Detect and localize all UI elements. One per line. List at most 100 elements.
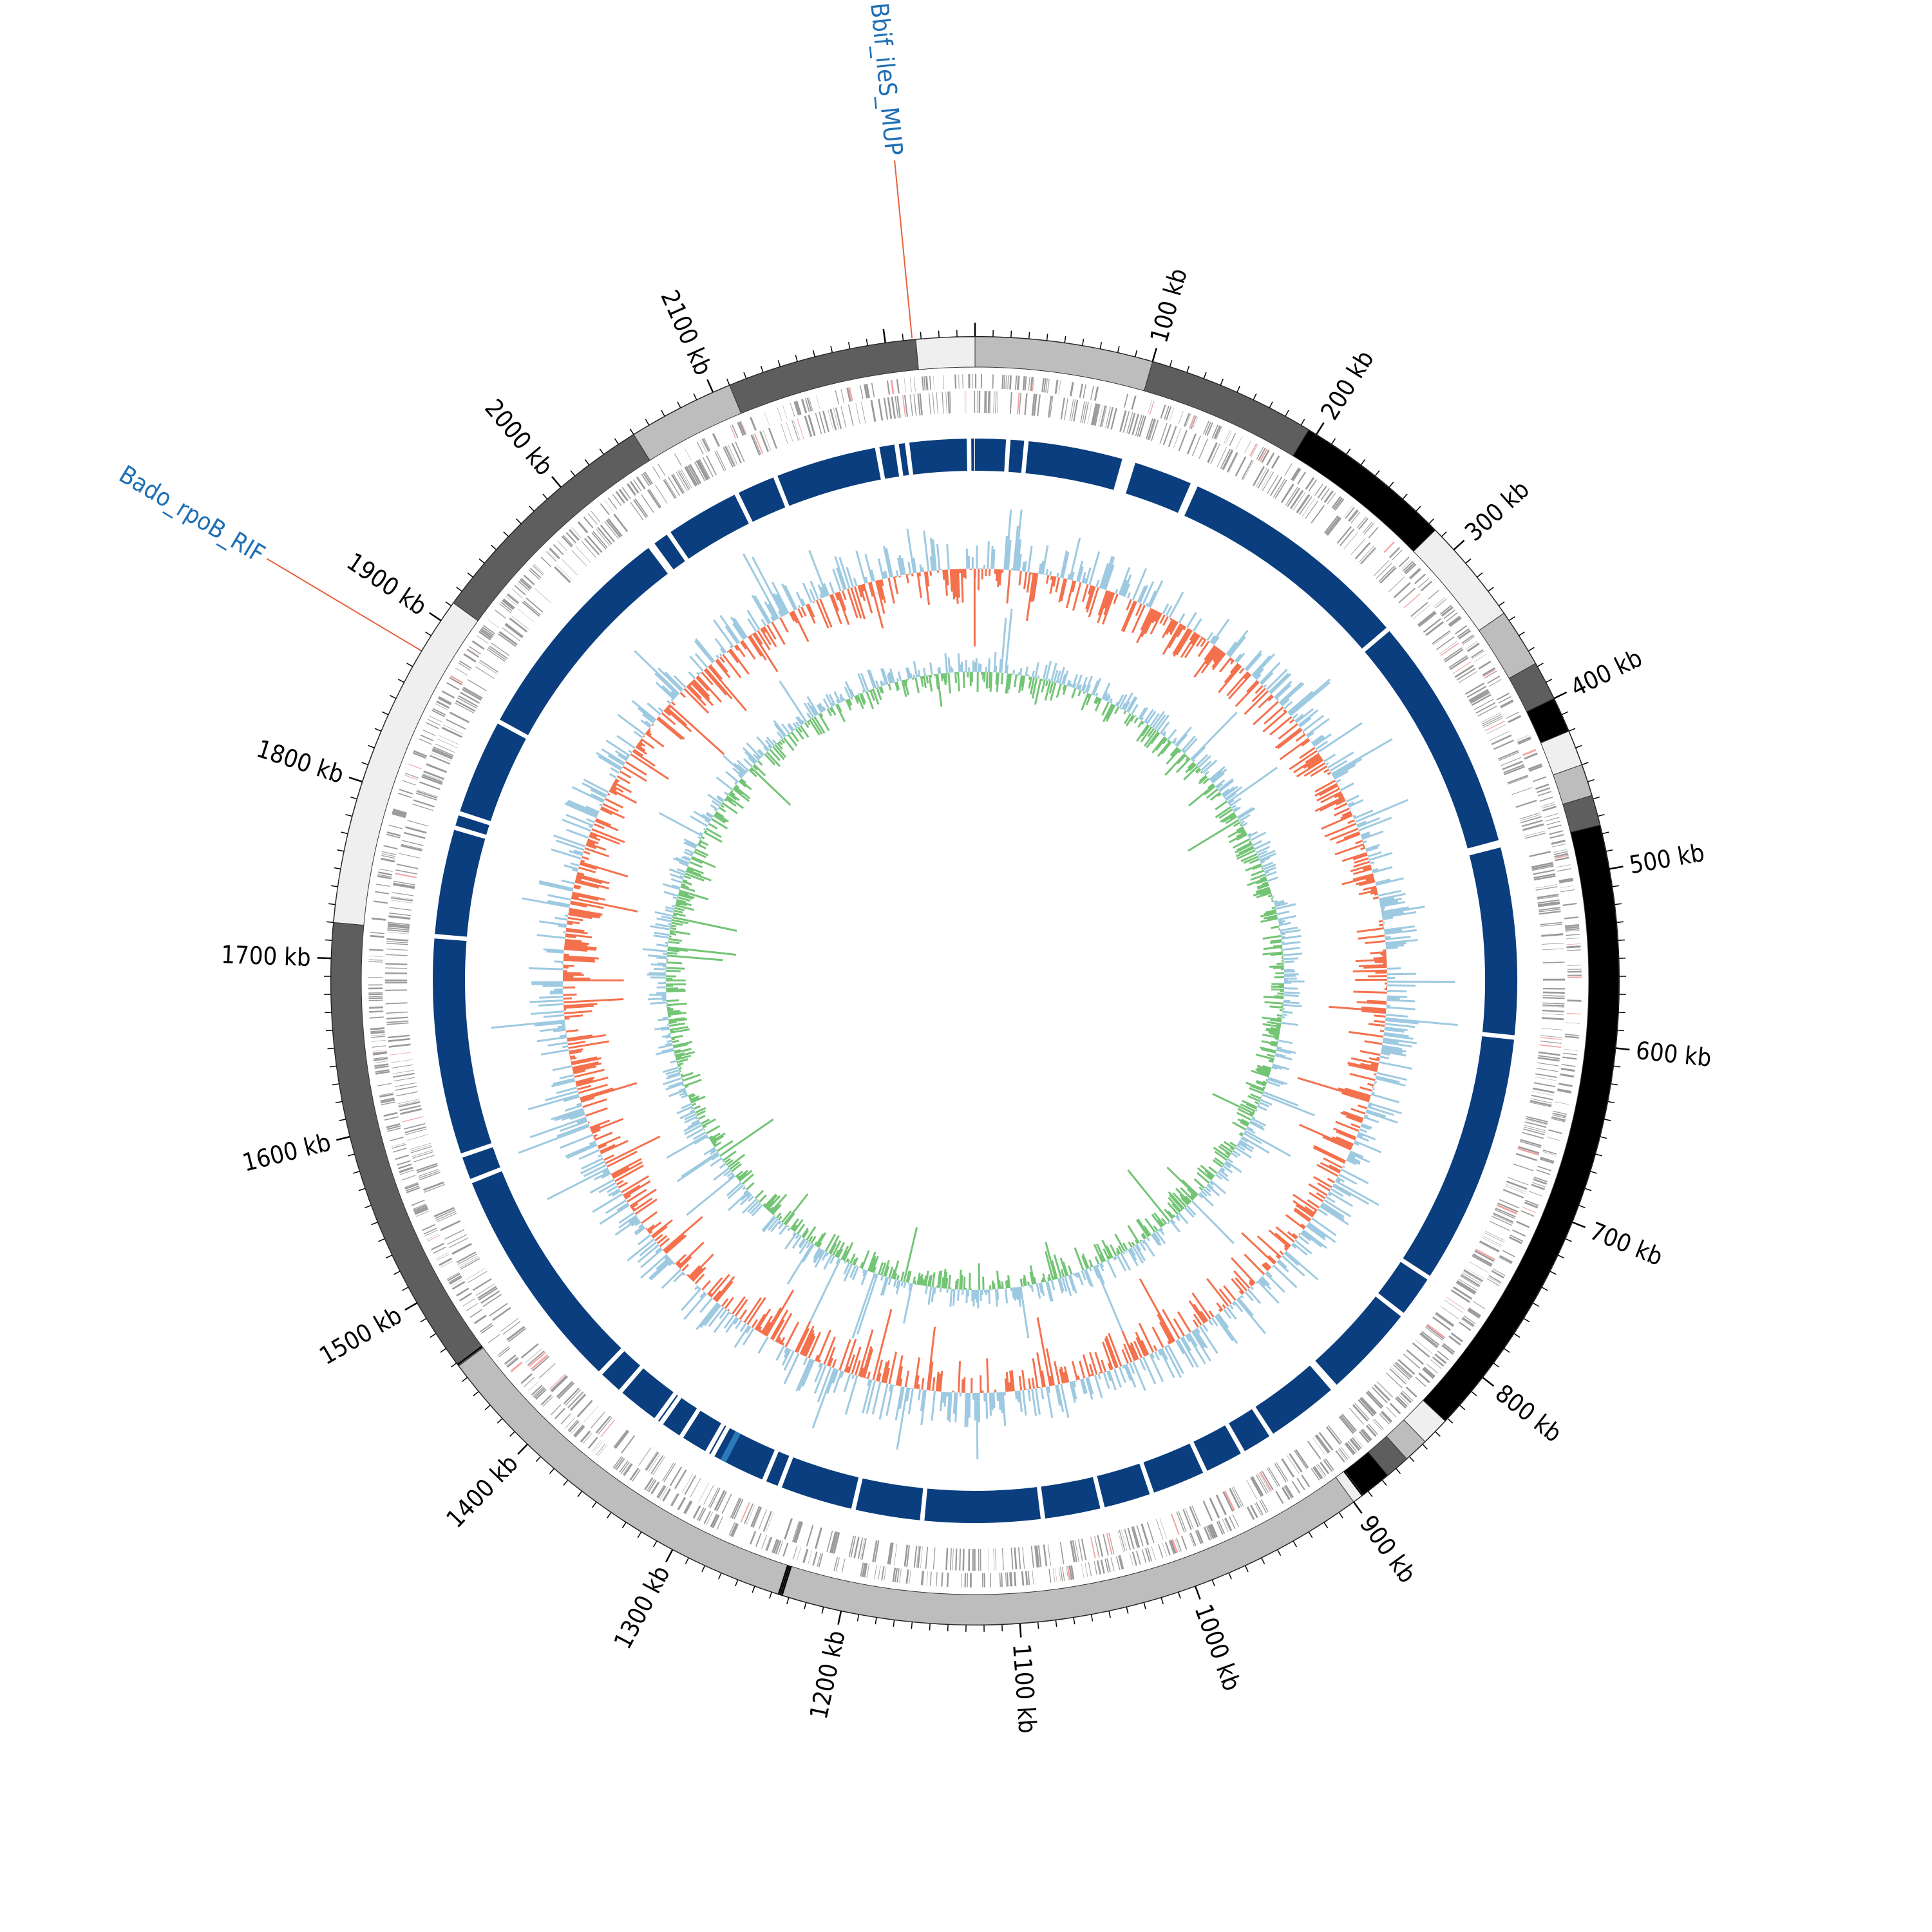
gene-mark: [1530, 1098, 1553, 1104]
gene-mark: [1449, 656, 1469, 670]
gene-mark: [369, 1010, 384, 1013]
gene-mark: [1284, 463, 1293, 476]
gene-mark: [392, 810, 407, 817]
gene-mark: [1047, 395, 1052, 418]
gene-mark: [983, 1573, 985, 1587]
gene-mark: [1335, 1450, 1345, 1463]
gene-mark: [1331, 496, 1341, 509]
minor-tick: [535, 1455, 542, 1463]
gene-mark: [773, 1539, 780, 1554]
gene-mark: [1505, 1184, 1526, 1192]
gene-mark: [623, 1463, 633, 1476]
gene-mark: [593, 1441, 603, 1453]
gene-mark: [1185, 1508, 1194, 1530]
gene-mark: [1072, 1540, 1077, 1562]
gene-mark: [1271, 455, 1280, 469]
minor-tick: [1108, 1610, 1111, 1618]
gene-mark: [632, 479, 642, 492]
minor-tick: [1064, 336, 1066, 343]
gene-mark: [444, 1229, 465, 1240]
minor-tick: [393, 1271, 401, 1275]
gene-mark: [382, 851, 397, 855]
gene-mark: [591, 532, 607, 550]
tick-label: 900 kb: [1354, 1510, 1422, 1588]
minor-tick: [385, 1255, 393, 1259]
gene-mark: [1479, 1242, 1499, 1253]
gene-mark: [1170, 1513, 1180, 1535]
gene-mark: [1461, 1274, 1481, 1287]
gene-mark: [1292, 468, 1302, 482]
gene-mark: [516, 583, 528, 592]
gene-mark: [582, 1432, 592, 1444]
gene-mark: [1024, 393, 1028, 415]
gene-mark: [1420, 581, 1432, 592]
minor-tick: [1441, 531, 1447, 537]
gene-mark: [1389, 1403, 1401, 1414]
gene-mark: [1340, 528, 1355, 546]
gene-mark: [1542, 997, 1565, 999]
gene-mark: [506, 1325, 526, 1341]
gene-mark: [1312, 1437, 1326, 1455]
gene-mark: [703, 1484, 714, 1505]
minor-tick: [1220, 378, 1224, 386]
gene-mark: [1448, 1335, 1461, 1346]
gene-mark: [1428, 589, 1440, 600]
gene-mark: [1482, 667, 1495, 676]
gene-mark: [706, 1511, 713, 1525]
minor-tick: [735, 1579, 739, 1587]
tick-label: 1600 kb: [240, 1128, 334, 1177]
gene-mark: [649, 489, 662, 508]
gene-mark: [468, 645, 481, 655]
gene-mark: [1001, 374, 1004, 390]
gene-mark: [642, 472, 652, 486]
gene-mark: [1443, 609, 1455, 620]
gene-mark: [913, 393, 917, 416]
gene-mark: [370, 932, 384, 934]
gene-mark: [523, 574, 535, 585]
contig-segment: [1422, 824, 1620, 1422]
gene-mark: [1110, 1557, 1115, 1572]
gene-mark: [1468, 688, 1489, 702]
gene-mark: [1066, 1566, 1069, 1580]
gene-mark: [368, 999, 383, 1001]
gene-mark: [1106, 1558, 1111, 1573]
gene-mark: [1162, 1542, 1168, 1557]
gene-mark: [1074, 1540, 1079, 1562]
minor-tick: [938, 330, 940, 338]
gene-mark: [1542, 1009, 1564, 1013]
gene-mark: [583, 516, 594, 529]
gene-mark: [896, 395, 901, 418]
gene-mark: [438, 697, 451, 706]
gene-mark: [478, 1287, 498, 1301]
gene-mark: [1520, 1210, 1535, 1217]
minor-tick: [1616, 1029, 1625, 1032]
gene-mark: [1224, 1517, 1233, 1531]
blue-feature-segment: [1008, 439, 1025, 473]
gene-mark: [1159, 1517, 1168, 1539]
gene-mark: [1551, 1118, 1566, 1122]
gene-mark: [969, 1573, 972, 1587]
minor-tick: [1545, 678, 1553, 683]
gene-mark: [936, 392, 938, 414]
gene-mark: [993, 1548, 995, 1571]
gene-mark: [1489, 1220, 1510, 1231]
gene-mark: [622, 1463, 632, 1475]
minor-tick: [430, 1332, 437, 1338]
gene-mark: [1226, 431, 1232, 444]
gene-mark: [431, 710, 445, 717]
gene-mark: [1156, 1519, 1164, 1540]
minor-tick: [420, 1318, 427, 1323]
blue-feature-segment: [455, 815, 489, 835]
gene-mark: [786, 422, 794, 443]
gene-mark: [681, 469, 692, 489]
gene-mark: [655, 484, 668, 504]
minor-tick: [509, 1431, 516, 1437]
gene-mark: [1393, 1364, 1410, 1380]
gene-mark: [612, 1456, 622, 1468]
gene-mark: [1176, 1537, 1182, 1552]
gene-mark: [806, 397, 812, 412]
gene-mark: [1274, 1463, 1287, 1482]
gene-mark: [1104, 1558, 1109, 1573]
contig-segment: [974, 336, 1153, 392]
